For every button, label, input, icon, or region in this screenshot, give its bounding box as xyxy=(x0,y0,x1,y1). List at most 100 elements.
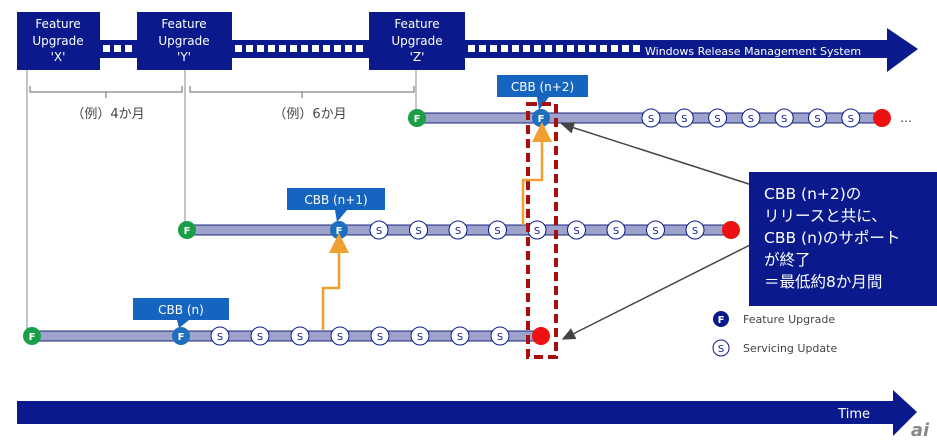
box-x-line2: Upgrade xyxy=(32,34,83,48)
servicing-update-marker xyxy=(210,326,230,346)
legend-label-servicing: Servicing Update xyxy=(743,342,837,355)
banner-dot xyxy=(567,45,574,52)
servicing-update-marker xyxy=(606,220,626,240)
servicing-update-marker xyxy=(410,326,430,346)
banner-dot xyxy=(501,45,508,52)
servicing-update-marker xyxy=(841,108,861,128)
servicing-update-marker xyxy=(370,326,390,346)
servicing-update-glyph: S xyxy=(337,332,343,343)
interval-brace-6m: （例）6か月 xyxy=(189,86,415,122)
feature-upgrade-box-z: Feature Upgrade 'Z' xyxy=(369,12,465,70)
legend-f-glyph: F xyxy=(718,315,725,326)
end-of-support-marker xyxy=(722,221,740,239)
servicing-update-marker xyxy=(741,108,761,128)
servicing-update-glyph: S xyxy=(573,226,579,237)
cbb-label: CBB (n+2) xyxy=(511,80,574,94)
upgrade-arrow-n-to-n1 xyxy=(321,233,349,330)
interval-label-6m: （例）6か月 xyxy=(273,107,346,122)
banner-dot xyxy=(268,45,275,52)
cbb-label-pointer xyxy=(177,320,189,328)
banner-dot xyxy=(235,45,242,52)
banner-dot xyxy=(600,45,607,52)
banner-dot xyxy=(279,45,286,52)
feature-upgrade-box-x: Feature Upgrade 'X' xyxy=(17,12,100,70)
servicing-update-marker xyxy=(674,108,694,128)
servicing-update-marker xyxy=(641,108,661,128)
cbb-label-box xyxy=(287,188,385,210)
servicing-update-glyph: S xyxy=(297,332,303,343)
servicing-update-marker xyxy=(646,220,665,240)
banner-dot xyxy=(611,45,618,52)
release-start-marker xyxy=(408,109,426,127)
servicing-update-marker xyxy=(685,220,705,240)
system-label: Windows Release Management System xyxy=(645,45,861,58)
servicing-update-glyph: S xyxy=(814,114,820,125)
servicing-update-marker xyxy=(450,326,470,346)
time-label: Time xyxy=(837,407,870,422)
servicing-update-marker xyxy=(290,326,310,346)
servicing-update-glyph: S xyxy=(613,226,619,237)
banner-dot xyxy=(114,45,121,52)
legend-item-feature-upgrade: F Feature Upgrade xyxy=(713,311,835,327)
servicing-update-glyph: S xyxy=(217,332,223,343)
callout-line-5: ＝最低約8か月間 xyxy=(764,273,882,291)
banner-dot xyxy=(312,45,319,52)
servicing-update-glyph: S xyxy=(681,114,687,125)
callout-pointer-bottom xyxy=(561,243,753,340)
banner-dot xyxy=(490,45,497,52)
interval-label-4m: （例）4か月 xyxy=(71,107,144,122)
banner-dot xyxy=(356,45,363,52)
banner-dot xyxy=(125,45,132,52)
servicing-update-glyph: S xyxy=(848,114,854,125)
servicing-update-glyph: S xyxy=(714,114,720,125)
callout-pointer-top xyxy=(560,121,753,186)
release-start-glyph: F xyxy=(184,226,191,237)
servicing-update-marker xyxy=(490,326,510,346)
release-start-glyph: F xyxy=(29,332,36,343)
upgrade-arrow-n1-to-n2 xyxy=(521,122,552,225)
interval-brace-4m: （例）4か月 xyxy=(29,86,183,122)
feature-upgrade-marker xyxy=(172,327,190,345)
servicing-update-marker xyxy=(774,108,794,128)
cbb-label: CBB (n) xyxy=(158,303,204,317)
cbb-label-box xyxy=(497,75,588,97)
feature-upgrade-icon xyxy=(713,311,729,327)
servicing-update-glyph: S xyxy=(497,332,503,343)
banner-dot xyxy=(556,45,563,52)
cbb-label: CBB (n+1) xyxy=(304,193,367,207)
banner-dot xyxy=(257,45,264,52)
servicing-update-glyph: S xyxy=(534,226,540,237)
servicing-update-glyph: S xyxy=(494,226,500,237)
callout-line-1: CBB (n+2)の xyxy=(764,185,861,203)
feature-upgrade-glyph: F xyxy=(178,332,185,343)
servicing-update-glyph: S xyxy=(455,226,461,237)
banner-dot xyxy=(334,45,341,52)
cbb-tracks: CBB (n) F F S S S S S S S S CBB (n+1) F F S S S S S S S S S CBB… xyxy=(23,75,912,346)
legend-item-servicing-update: S Servicing Update xyxy=(712,339,837,357)
banner-arrowhead xyxy=(887,28,918,72)
servicing-update-glyph: S xyxy=(377,332,383,343)
servicing-update-glyph: S xyxy=(692,226,698,237)
box-z-line3: 'Z' xyxy=(410,50,425,64)
banner-dot xyxy=(468,45,475,52)
servicing-update-glyph: S xyxy=(257,332,263,343)
servicing-update-marker xyxy=(448,220,468,240)
banner-dot xyxy=(345,45,352,52)
banner-dot xyxy=(633,45,640,52)
feature-upgrade-box-y: Feature Upgrade 'Y' xyxy=(137,12,232,70)
legend-label-feature: Feature Upgrade xyxy=(743,313,835,326)
box-y-line1: Feature xyxy=(161,17,206,31)
servicing-update-icon xyxy=(712,339,730,357)
release-start-glyph: F xyxy=(414,114,421,125)
servicing-update-glyph: S xyxy=(457,332,463,343)
release-start-marker xyxy=(178,221,196,239)
support-end-callout: CBB (n+2)の リリースと共に、 CBB (n)のサポート が終了 ＝最低… xyxy=(749,172,937,306)
banner-dot xyxy=(301,45,308,52)
banner-dot xyxy=(545,45,552,52)
callout-line-4: が終了 xyxy=(764,251,811,269)
cbb-label-box xyxy=(133,298,229,320)
servicing-update-glyph: S xyxy=(781,114,787,125)
callout-line-2: リリースと共に、 xyxy=(764,207,887,225)
